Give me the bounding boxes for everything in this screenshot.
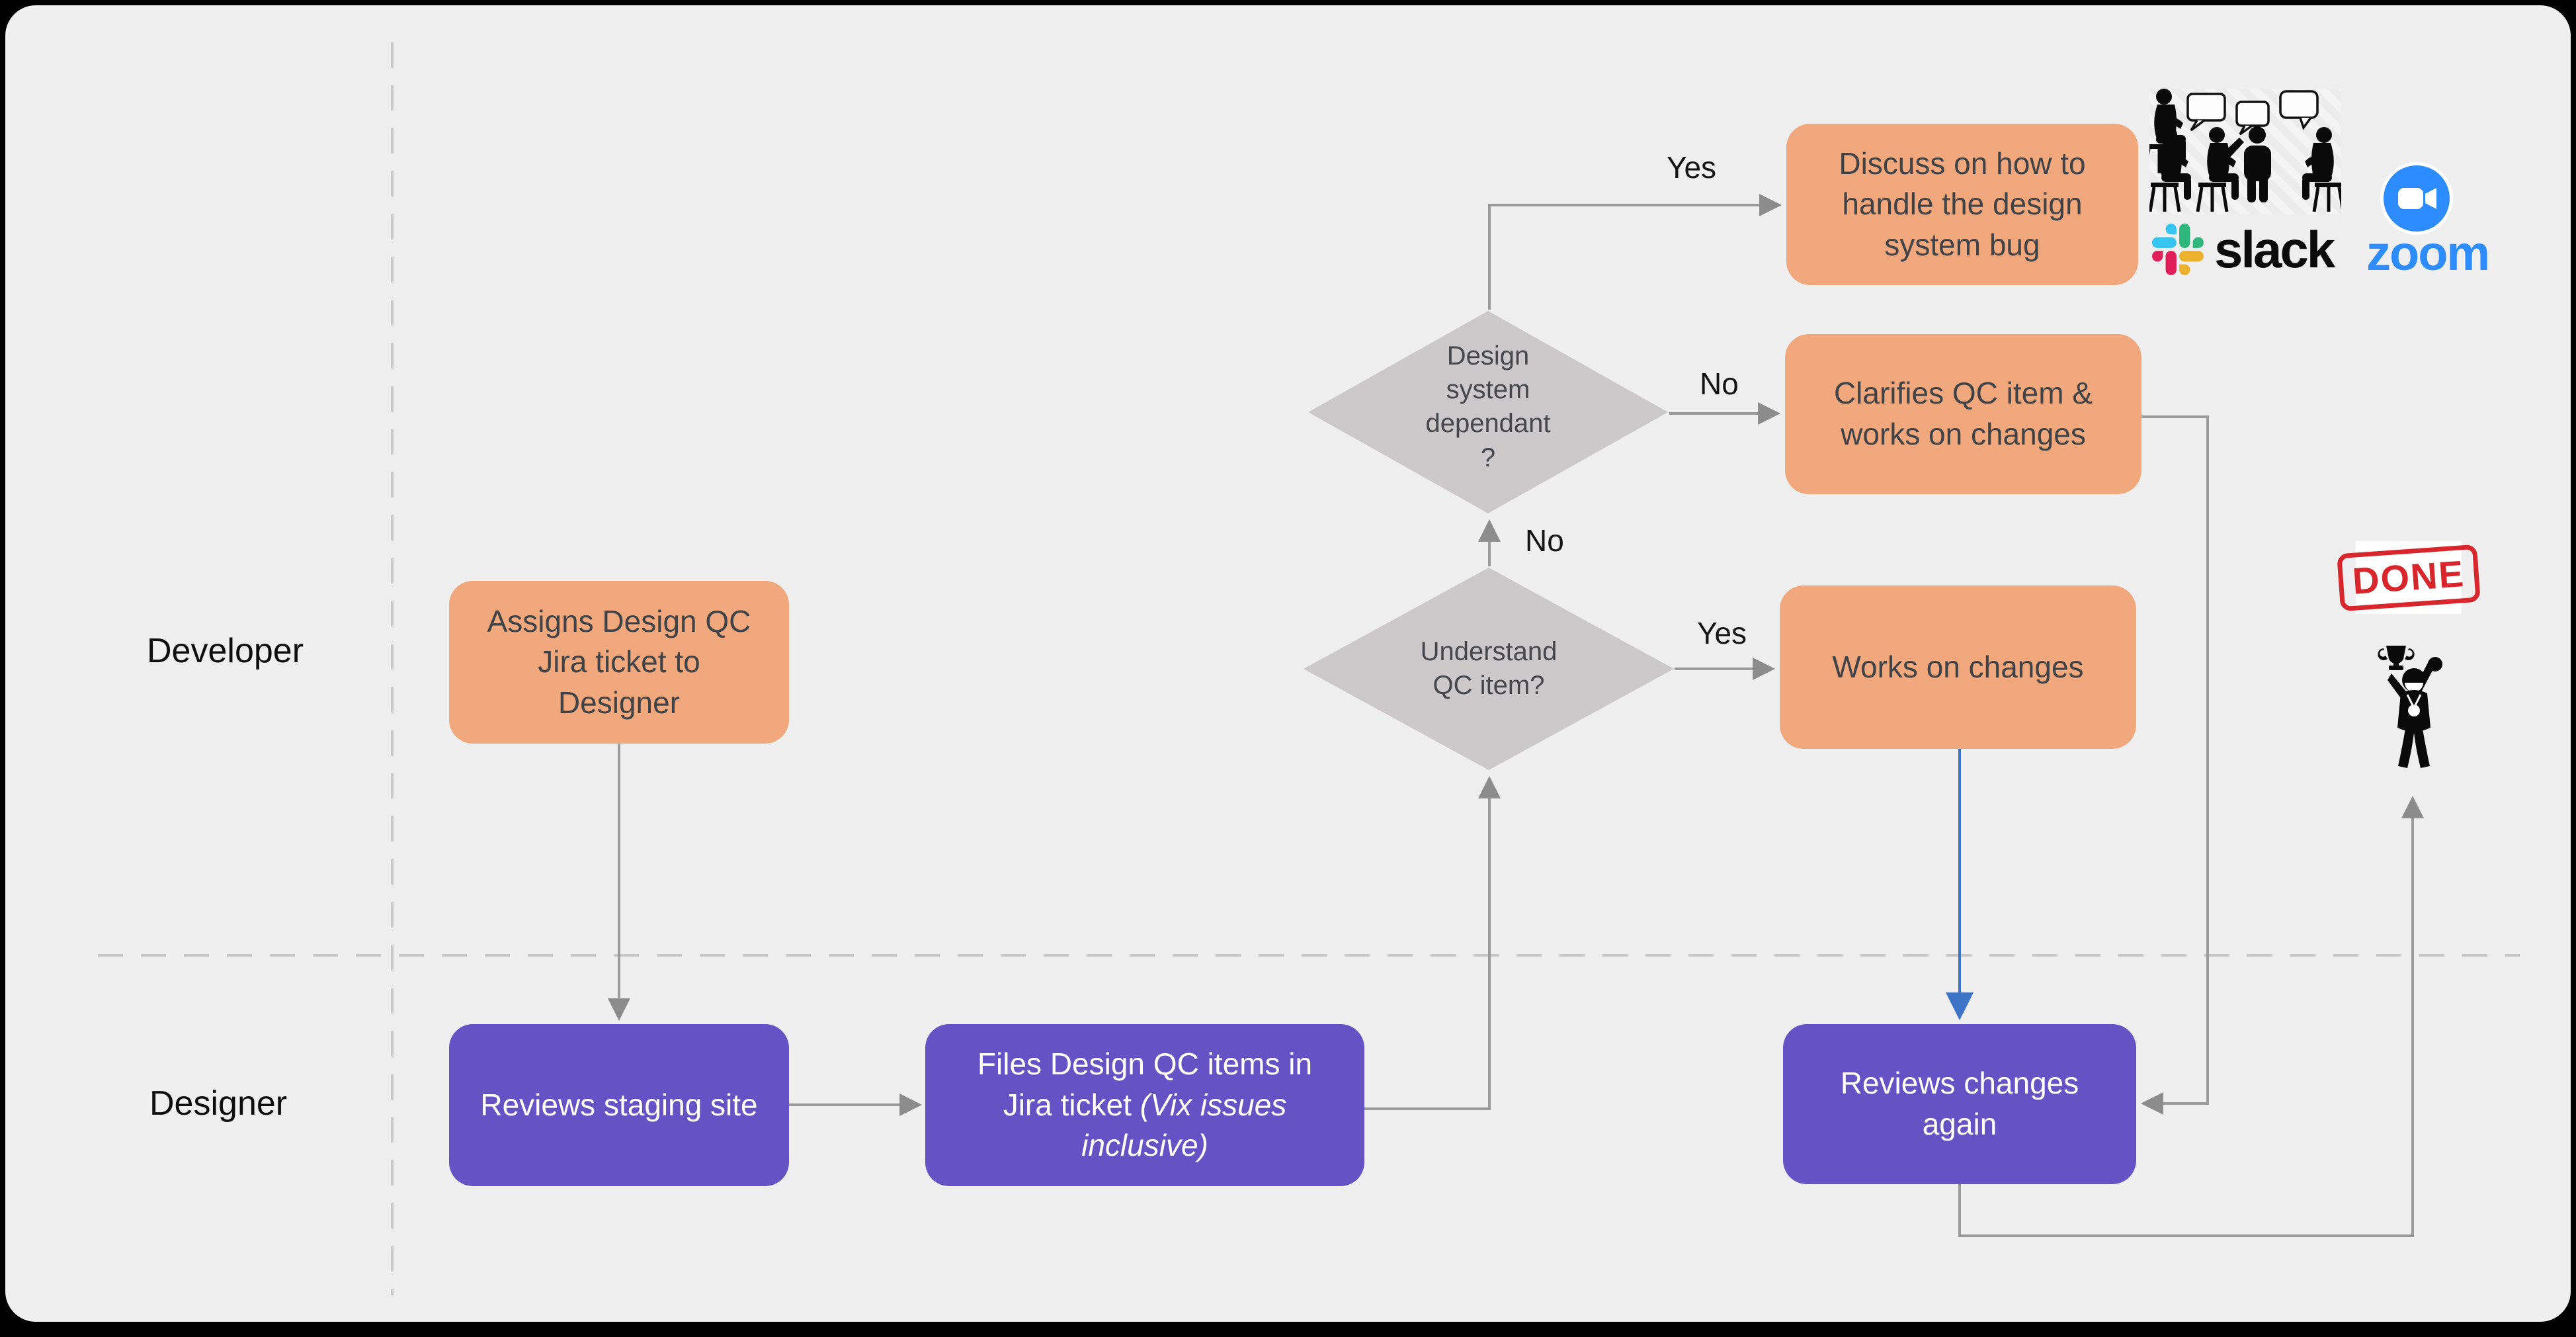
edge-label-no-middle: No xyxy=(1525,523,1564,558)
slack-logo: slack xyxy=(2152,220,2335,279)
edge-clarifies-loop-to-reviews-again xyxy=(2140,415,2209,1115)
edge-label-yes-middle: Yes xyxy=(1697,616,1747,650)
decision-label-design-system: Design system dependant ? xyxy=(1425,341,1551,472)
decision-design-system-dependant xyxy=(1308,311,1668,513)
edge-label-yes-top: Yes xyxy=(1667,150,1717,185)
decision-label-understand-qc: Understand QC item? xyxy=(1420,637,1558,701)
node-label: Discuss on how to handle the design syst… xyxy=(1839,146,2086,262)
edge-design-yes-to-discuss xyxy=(1488,194,1782,310)
node-works-on-changes: Works on changes xyxy=(1780,585,2136,749)
node-label: Clarifies QC item & works on changes xyxy=(1833,376,2093,451)
node-label: Reviews changes again xyxy=(1840,1066,2079,1141)
people-discussion-icon xyxy=(2143,89,2341,214)
done-stamp: DONE xyxy=(2337,541,2481,614)
lane-label-developer: Developer xyxy=(147,632,304,670)
node-label: Files Design QC items in Jira ticket (Vi… xyxy=(977,1047,1313,1163)
node-assigns-jira-ticket: Assigns Design QC Jira ticket to Designe… xyxy=(449,581,789,744)
diagram-canvas: Developer Designer Assigns Design QC Jir… xyxy=(5,5,2571,1322)
connector-layer xyxy=(98,42,2520,1295)
node-label: Works on changes xyxy=(1832,649,2084,684)
edge-label-no-right: No xyxy=(1700,367,1739,401)
edge-files-to-understand xyxy=(1364,775,1501,1110)
node-label: Assigns Design QC Jira ticket to Designe… xyxy=(487,603,751,720)
node-reviews-staging-site: Reviews staging site xyxy=(449,1024,789,1186)
decision-understand-qc-item xyxy=(1304,568,1674,770)
node-clarifies-qc-item: Clarifies QC item & works on changes xyxy=(1785,334,2141,494)
node-label-italic: (Vix issues inclusive) xyxy=(1081,1087,1287,1163)
edge-reviews-again-to-done xyxy=(1958,795,2424,1237)
node-reviews-changes-again: Reviews changes again xyxy=(1783,1024,2136,1184)
zoom-icon xyxy=(2380,161,2454,239)
node-label: Reviews staging site xyxy=(480,1087,758,1122)
slack-wordmark: slack xyxy=(2214,220,2335,279)
done-stamp-text: DONE xyxy=(2337,544,2481,611)
slack-icon xyxy=(2152,224,2204,275)
node-files-design-qc-items: Files Design QC items in Jira ticket (Vi… xyxy=(925,1024,1364,1186)
lane-label-designer: Designer xyxy=(149,1084,288,1123)
node-discuss-design-system-bug: Discuss on how to handle the design syst… xyxy=(1786,124,2138,285)
zoom-wordmark: zoom xyxy=(2366,226,2490,280)
celebration-trophy-person-icon xyxy=(2372,639,2456,789)
